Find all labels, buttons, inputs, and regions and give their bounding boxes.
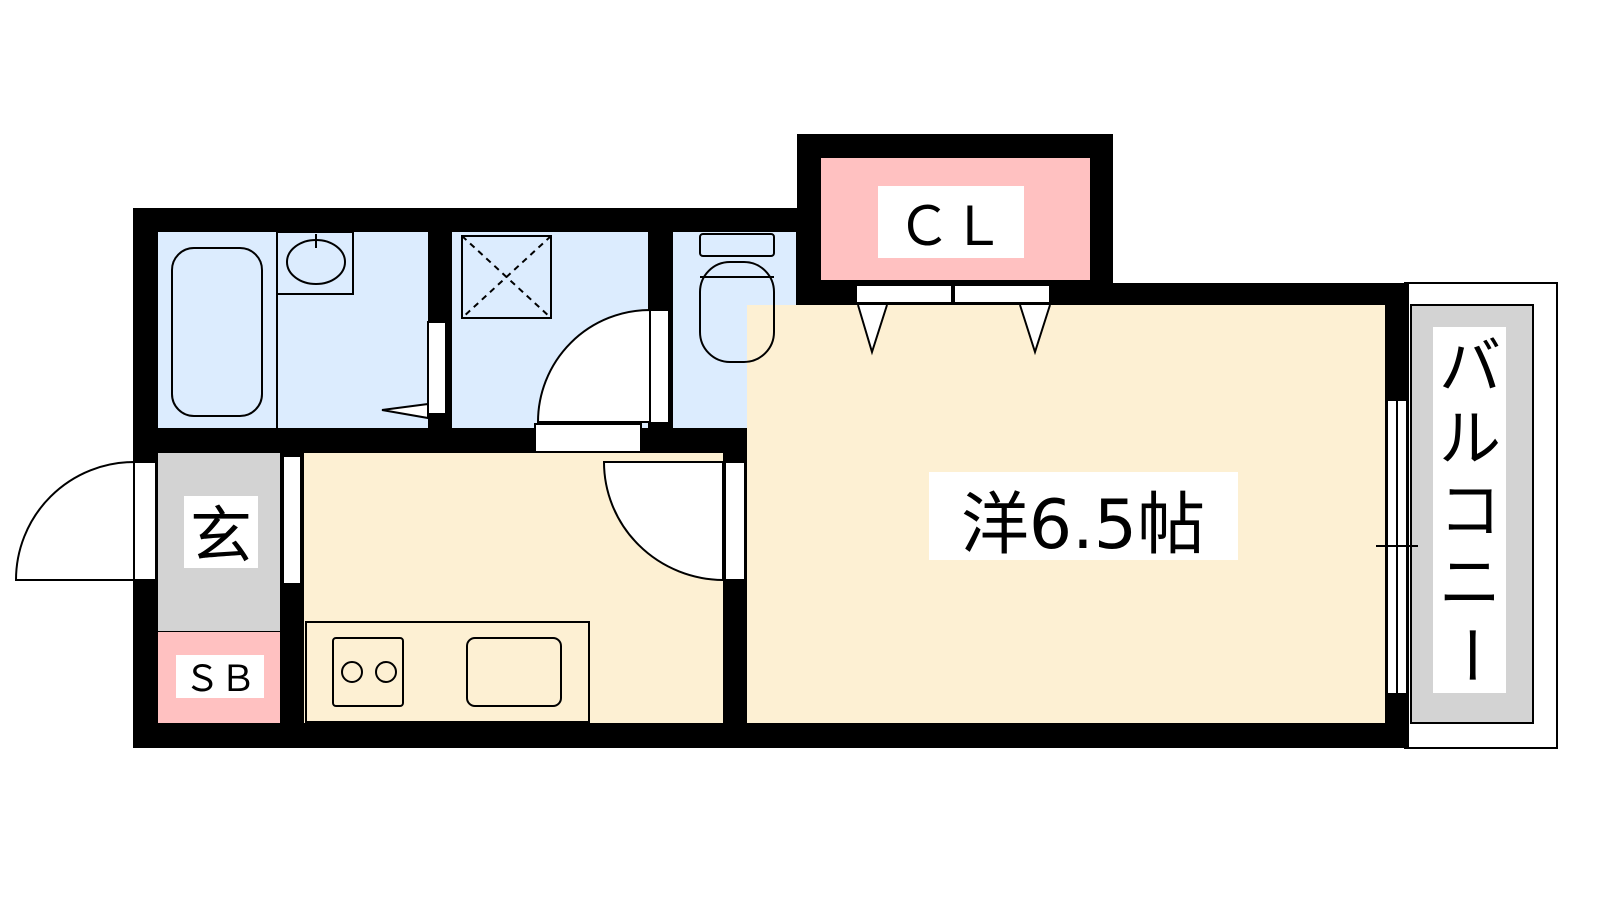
washing-machine-pan-icon xyxy=(461,235,552,319)
entrance-label: 玄 xyxy=(184,496,258,572)
balcony-char: バ xyxy=(1439,330,1501,403)
balcony-label: バ ル コ ニ ー xyxy=(1433,327,1507,693)
shoe-box-label-text: ＳＢ xyxy=(184,659,256,700)
toilet-icon xyxy=(699,233,775,363)
western-room-label-text: 洋6.5帖 xyxy=(961,486,1205,565)
balcony-char: ル xyxy=(1439,402,1501,475)
stove-icon xyxy=(305,621,590,723)
closet-label-text: ＣＬ xyxy=(897,195,1005,258)
bathroom xyxy=(158,232,428,428)
entrance-label-text: 玄 xyxy=(190,499,252,572)
western-room-label: 洋6.5帖 xyxy=(929,472,1238,565)
closet-label: ＣＬ xyxy=(878,186,1024,258)
balcony-char: ー xyxy=(1434,624,1507,686)
balcony-char: コ xyxy=(1439,474,1501,547)
sink-icon xyxy=(276,231,354,295)
shoe-box-label: ＳＢ xyxy=(176,655,264,700)
kitchen-sink-icon xyxy=(466,637,562,707)
balcony-char: ニ xyxy=(1439,546,1501,619)
doors xyxy=(14,284,1418,695)
